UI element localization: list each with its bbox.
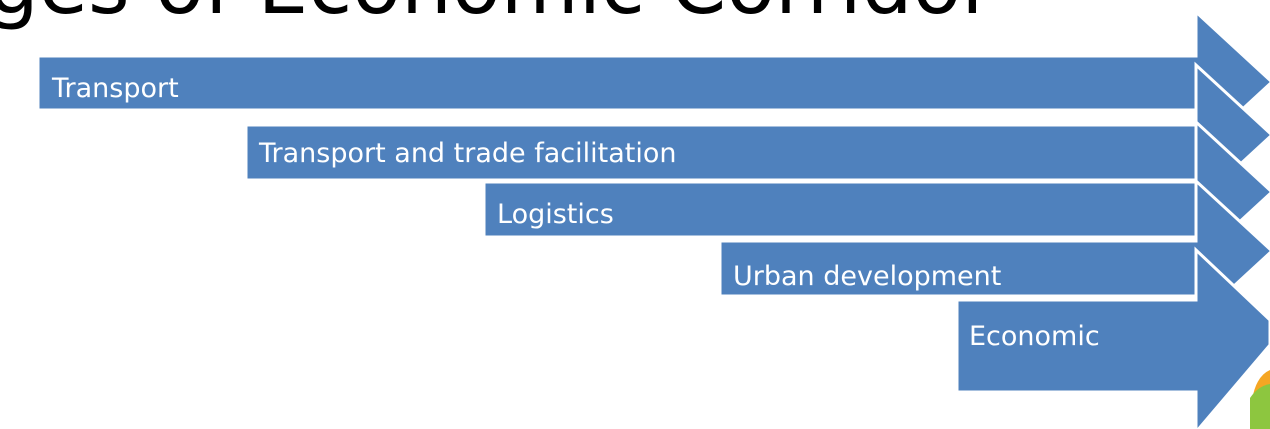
stage-label-trade-facilitation: Transport and trade facilitation [259, 138, 677, 169]
slide-title: ges of Economic Corridor [0, 0, 994, 26]
stage-label-economic: Economic [969, 321, 1100, 352]
stage-label-logistics: Logistics [497, 199, 614, 230]
stage-label-transport: Transport [52, 73, 179, 104]
stage-label-urban-development: Urban development [733, 261, 1002, 292]
corner-green-shape [1250, 384, 1270, 429]
stage-arrow-5 [955, 246, 1270, 429]
